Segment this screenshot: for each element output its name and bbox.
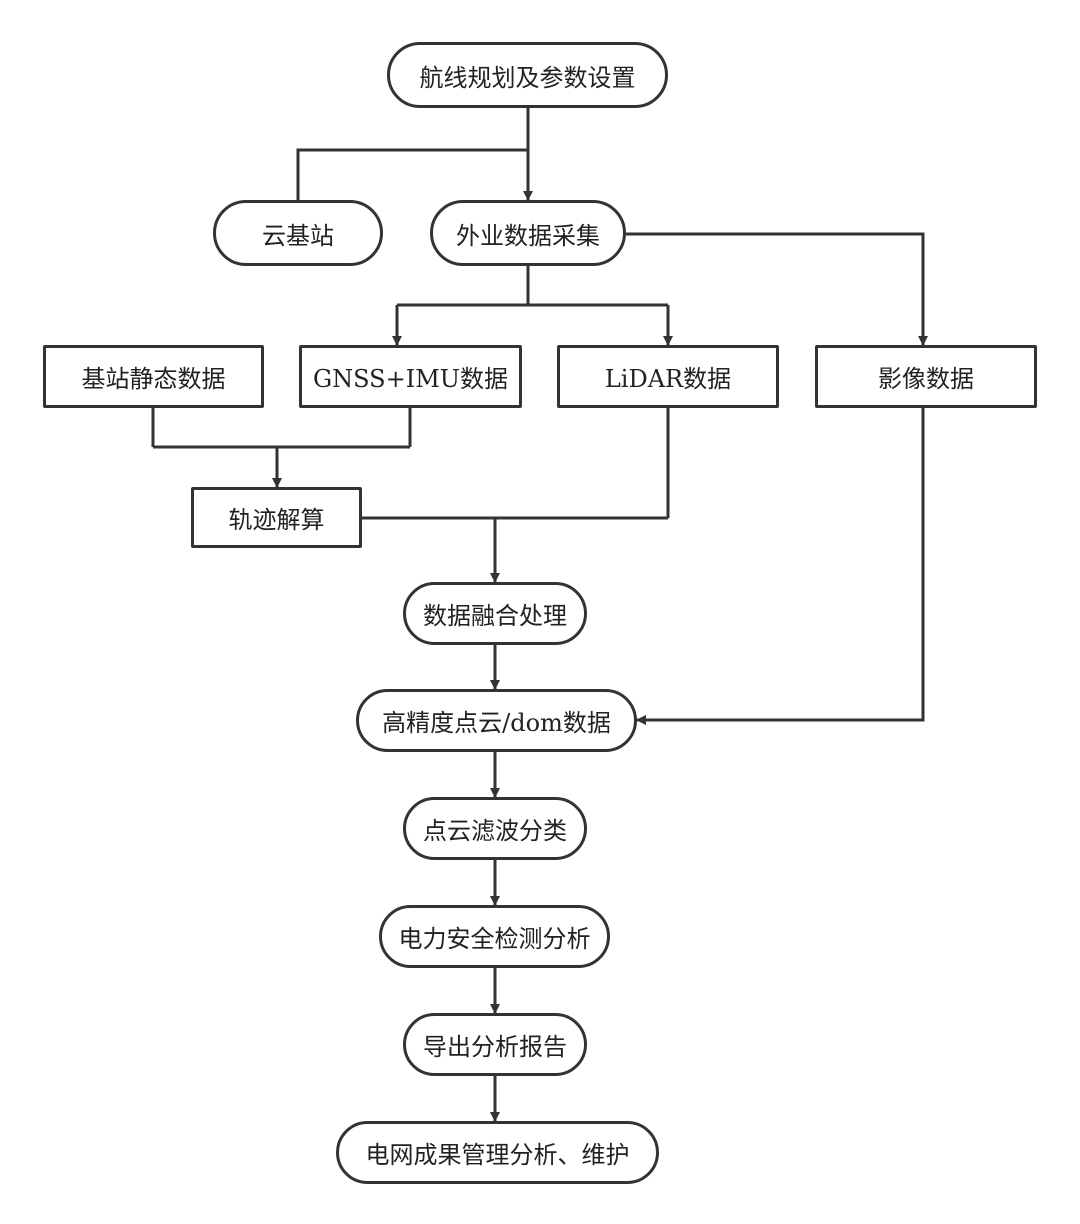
node-lidar-data: LiDAR数据 (557, 345, 779, 408)
node-cloud-base-station: 云基站 (213, 200, 383, 266)
arrow-to-image-data (626, 232, 928, 346)
node-grid-results-management: 电网成果管理分析、维护 (336, 1121, 659, 1184)
node-base-static-data: 基站静态数据 (43, 345, 264, 408)
node-field-collection: 外业数据采集 (430, 200, 626, 266)
line-base-station-join (296, 148, 528, 200)
node-export-report: 导出分析报告 (403, 1013, 587, 1076)
node-data-fusion: 数据融合处理 (403, 582, 587, 645)
node-pointcloud-filtering: 点云滤波分类 (403, 797, 587, 860)
node-image-data: 影像数据 (815, 345, 1037, 408)
node-route-planning: 航线规划及参数设置 (387, 42, 668, 108)
node-trajectory-solving: 轨迹解算 (191, 487, 362, 548)
node-gnss-imu-data: GNSS+IMU数据 (299, 345, 522, 408)
arrow-image-to-hd (636, 408, 925, 725)
node-hd-pointcloud-dom: 高精度点云/dom数据 (356, 689, 637, 752)
node-power-safety-analysis: 电力安全检测分析 (379, 905, 610, 968)
